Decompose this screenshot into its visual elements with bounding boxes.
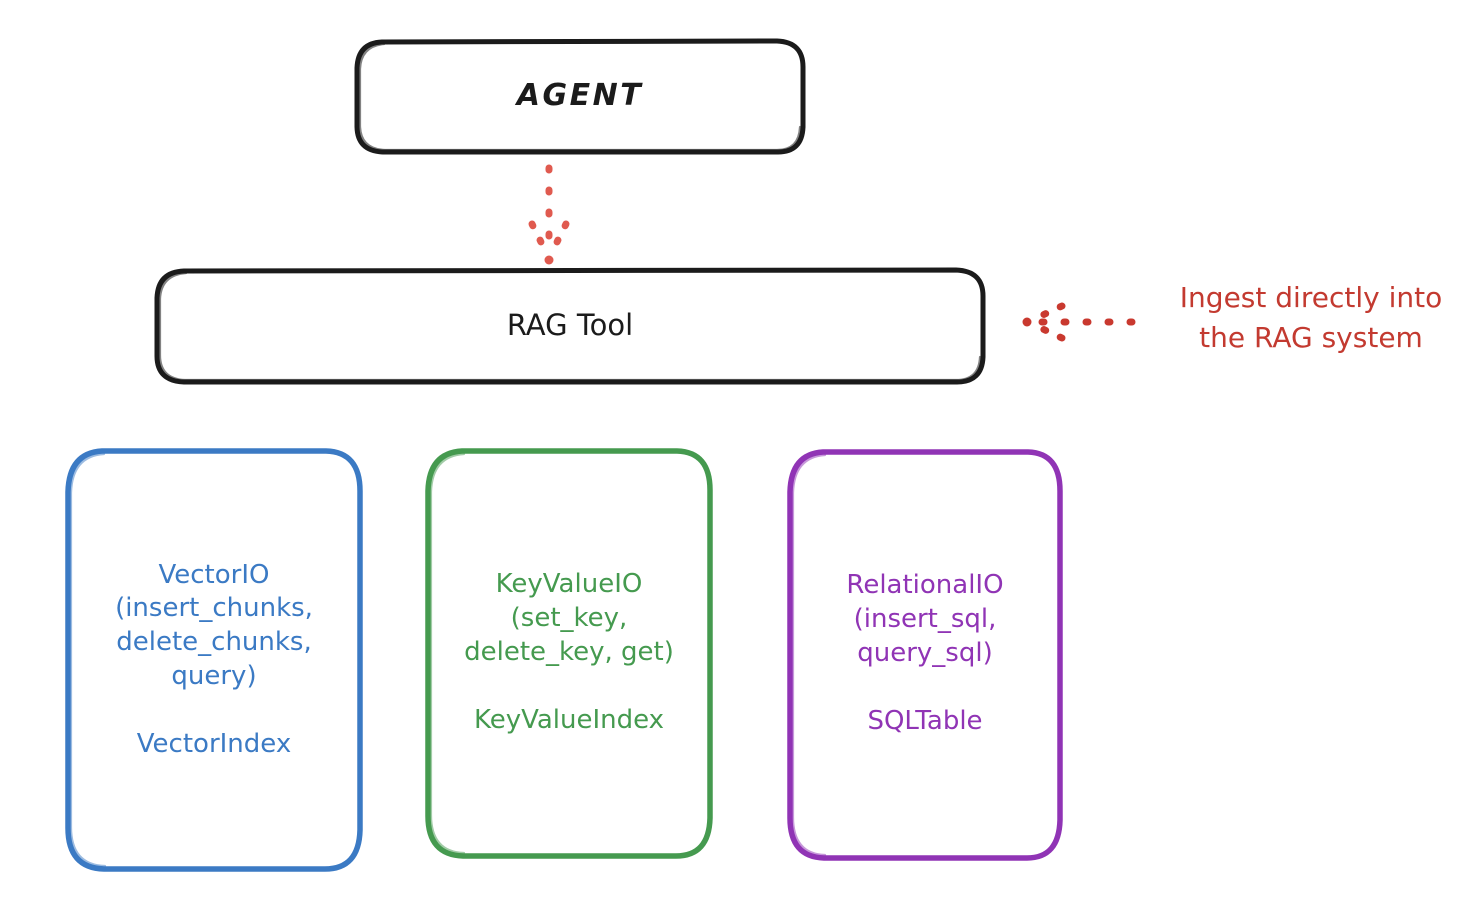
relationalio-card-shape: [787, 449, 1063, 861]
agent-to-rag-connector[interactable]: [528, 165, 568, 265]
keyvalueio-card[interactable]: [428, 450, 710, 856]
keyvalueio-card-shape: [425, 448, 713, 859]
agent-node[interactable]: [357, 41, 803, 152]
relationalio-card[interactable]: [790, 450, 1060, 858]
vectorio-card-shape: [65, 448, 363, 872]
vectorio-card[interactable]: [68, 450, 360, 870]
agent-to-rag-arrow-icon: [528, 164, 570, 265]
rag-tool-box-shape: [154, 267, 986, 385]
agent-box-shape: [354, 38, 806, 155]
rag-tool-node[interactable]: [157, 270, 983, 382]
ingest-connector[interactable]: [1020, 305, 1138, 341]
ingest-arrow-icon: [1022, 302, 1136, 342]
